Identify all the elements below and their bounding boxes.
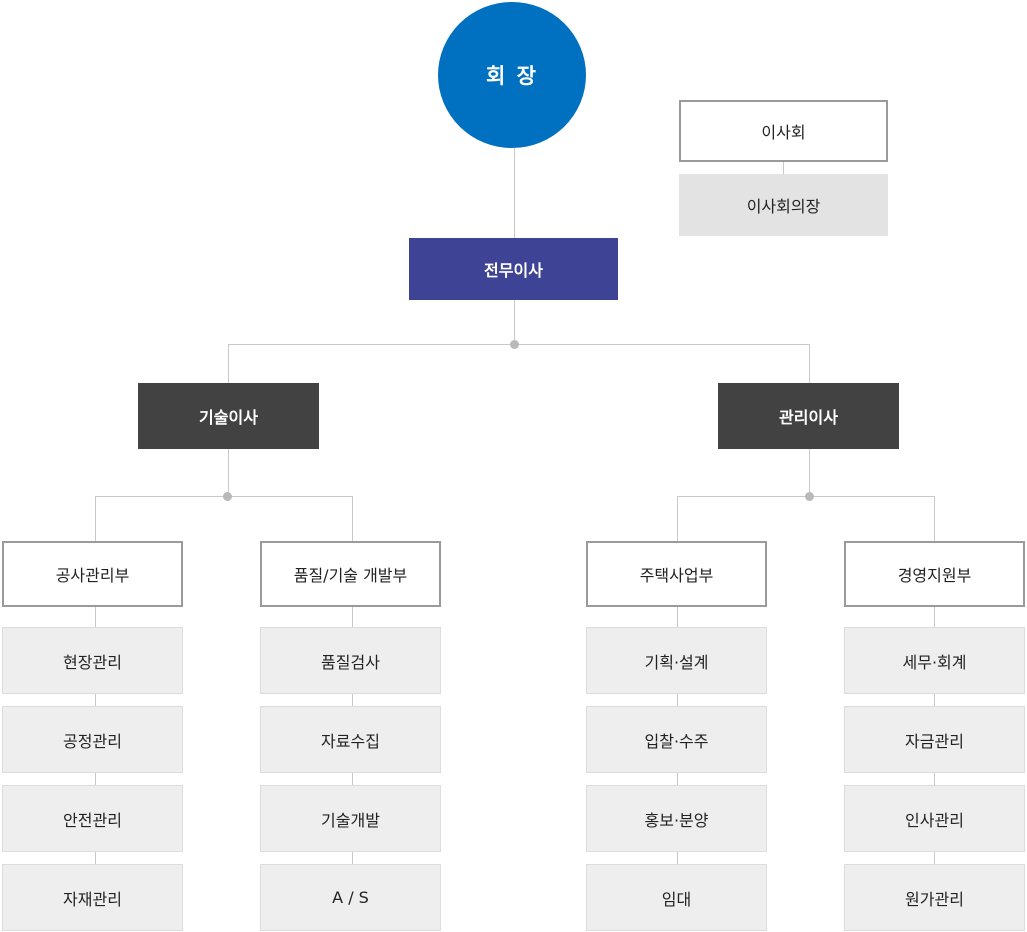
connector-admin-up — [809, 344, 810, 383]
team-node: 세무·회계 — [844, 627, 1025, 694]
team-node: 임대 — [586, 864, 767, 931]
connector-tech-up — [228, 344, 229, 383]
team-node: 공정관리 — [2, 706, 183, 773]
team-node: 현장관리 — [2, 627, 183, 694]
team-node: 입찰·수주 — [586, 706, 767, 773]
team-node: 자료수집 — [260, 706, 441, 773]
team-node: 자재관리 — [2, 864, 183, 931]
connector-dept2-up — [352, 496, 353, 542]
connector-dept4-up — [934, 496, 935, 542]
board-node: 이사회 — [679, 100, 888, 162]
team-node: 원가관리 — [844, 864, 1025, 931]
team-node: 기획·설계 — [586, 627, 767, 694]
board-chair-node: 이사회의장 — [679, 174, 888, 236]
connector-tech-down — [228, 448, 229, 496]
department-housing: 주택사업부 — [586, 541, 767, 607]
connector-exec-down — [514, 300, 515, 344]
team-node: 품질검사 — [260, 627, 441, 694]
team-node: 기술개발 — [260, 785, 441, 852]
connector-admin-down — [809, 448, 810, 496]
department-quality: 품질/기술 개발부 — [260, 541, 441, 607]
connector-dept1-up — [95, 496, 96, 542]
team-node: 자금관리 — [844, 706, 1025, 773]
department-management: 경영지원부 — [844, 541, 1025, 607]
team-node: A / S — [260, 864, 441, 931]
ceo-node: 회 장 — [438, 2, 586, 148]
connector-board — [783, 160, 784, 174]
team-node: 인사관리 — [844, 785, 1025, 852]
junction-dot — [510, 340, 519, 349]
team-node: 안전관리 — [2, 785, 183, 852]
tech-director-node: 기술이사 — [138, 383, 319, 449]
connector-ceo-exec — [514, 148, 515, 238]
admin-director-node: 관리이사 — [718, 383, 899, 449]
connector-directors-h — [228, 344, 810, 345]
department-construction: 공사관리부 — [2, 541, 183, 607]
connector-dept3-up — [677, 496, 678, 542]
executive-director-node: 전무이사 — [409, 238, 618, 300]
junction-dot — [805, 492, 814, 501]
team-node: 홍보·분양 — [586, 785, 767, 852]
junction-dot — [223, 492, 232, 501]
